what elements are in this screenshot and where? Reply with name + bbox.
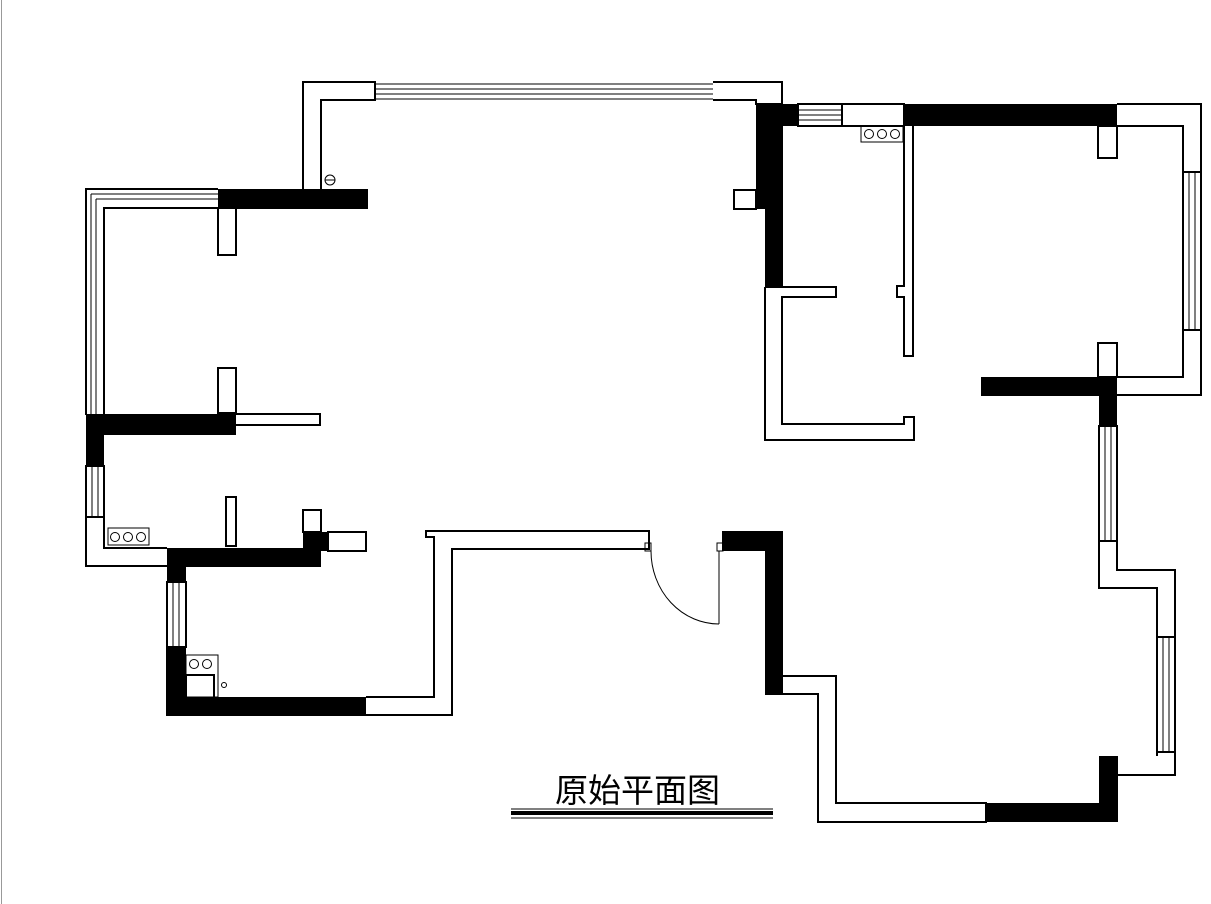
wall-outline bbox=[896, 126, 914, 357]
wall-outline bbox=[234, 413, 321, 426]
wall-outline bbox=[1116, 751, 1176, 776]
outlet-icon bbox=[136, 532, 146, 542]
outlet-panel bbox=[185, 654, 219, 698]
outlet-panel bbox=[107, 527, 150, 546]
door bbox=[644, 542, 724, 625]
window-frame bbox=[85, 465, 105, 518]
black-wall bbox=[981, 377, 1117, 396]
wall-outline bbox=[185, 674, 215, 697]
outlet-icon bbox=[189, 659, 199, 669]
black-wall bbox=[904, 104, 1117, 126]
window-frame bbox=[1156, 636, 1176, 753]
wall-outline bbox=[1097, 125, 1118, 159]
outlet-icon bbox=[123, 532, 133, 542]
wall-outline bbox=[733, 189, 757, 210]
door-jamb bbox=[644, 542, 652, 552]
title-underline bbox=[511, 808, 773, 819]
wall-outline bbox=[327, 531, 367, 552]
wall-outline bbox=[366, 530, 650, 716]
black-wall bbox=[756, 104, 783, 209]
window-frame bbox=[1098, 425, 1118, 542]
outlet-icon bbox=[202, 659, 212, 669]
black-wall bbox=[166, 697, 366, 716]
black-wall bbox=[765, 200, 783, 287]
black-wall bbox=[986, 803, 1118, 822]
drain-icon bbox=[221, 682, 227, 688]
wall-outline bbox=[841, 103, 905, 127]
black-wall bbox=[167, 566, 186, 582]
wall-outline bbox=[85, 188, 218, 415]
wall-outline bbox=[782, 675, 987, 823]
black-wall bbox=[1099, 395, 1117, 426]
black-wall bbox=[218, 189, 368, 209]
windows bbox=[85, 83, 1202, 753]
wall-outline bbox=[1097, 342, 1118, 378]
outlet-icon bbox=[890, 129, 900, 139]
outlet-icon bbox=[864, 129, 874, 139]
structural-walls bbox=[86, 104, 1118, 822]
wall-outline bbox=[1117, 329, 1202, 396]
wall-outline bbox=[217, 367, 237, 414]
wall-outline bbox=[225, 496, 237, 547]
wall-outline bbox=[217, 207, 237, 256]
wall-outline bbox=[85, 517, 167, 567]
door-jamb bbox=[716, 542, 724, 552]
wall-outline bbox=[1098, 541, 1176, 638]
black-wall bbox=[86, 414, 236, 435]
outlet-panel bbox=[860, 125, 904, 143]
fixtures bbox=[107, 125, 904, 698]
window-frame bbox=[166, 581, 187, 648]
wall-outline bbox=[1117, 103, 1202, 173]
outlet-icon bbox=[877, 129, 887, 139]
window-frame bbox=[1182, 171, 1202, 331]
door-swing-arc bbox=[650, 550, 720, 625]
black-wall bbox=[303, 532, 328, 551]
wall-outline bbox=[302, 81, 376, 190]
black-wall bbox=[167, 548, 321, 567]
wall-outline bbox=[103, 207, 218, 415]
outlet-icon bbox=[110, 532, 120, 542]
wall-outline bbox=[713, 81, 783, 105]
black-wall bbox=[765, 531, 783, 695]
wall-outline bbox=[103, 517, 167, 549]
wall-outline bbox=[302, 509, 322, 533]
drawing-title: 原始平面图 bbox=[555, 771, 720, 810]
black-wall bbox=[86, 414, 104, 466]
wall-outline bbox=[764, 286, 915, 441]
